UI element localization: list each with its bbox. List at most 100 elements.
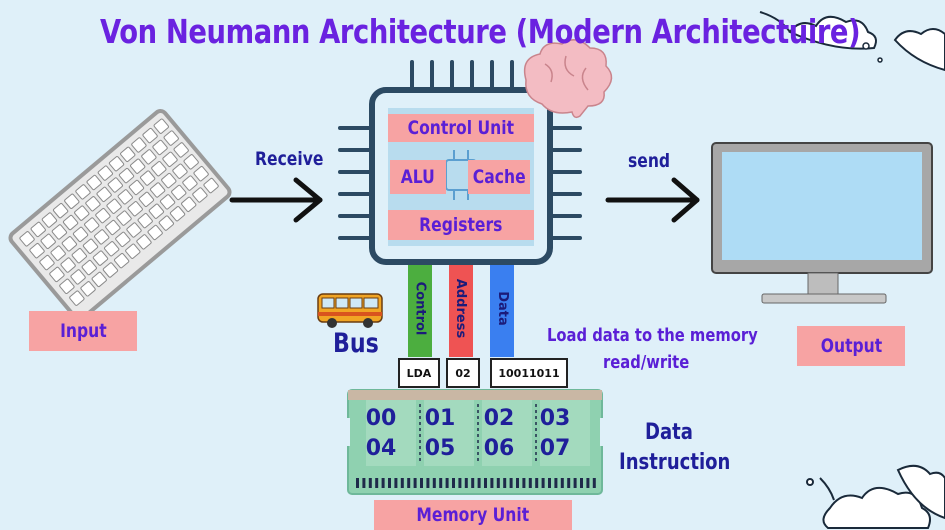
keyboard-key: [60, 257, 76, 273]
control-bus-label-wrap: Control: [408, 268, 432, 348]
keyboard-key: [117, 189, 133, 205]
control-unit-label: Control Unit: [407, 117, 515, 139]
keyboard-key: [182, 175, 198, 191]
keyboard-key: [108, 156, 125, 172]
keyboard-key: [96, 186, 112, 203]
memory-cell: 06: [483, 436, 515, 461]
cloud-icon: [806, 464, 945, 529]
memory-cell: 03: [539, 406, 571, 431]
keyboard-key: [169, 206, 186, 222]
keyboard-key: [159, 194, 176, 210]
memory-pin: [592, 478, 596, 488]
data-label: Data: [645, 420, 693, 445]
keyboard-key: [149, 182, 166, 198]
keyboard-key: [72, 226, 89, 243]
keyboard-icon: [8, 109, 232, 321]
keyboard-key: [94, 229, 110, 245]
memory-pin: [548, 478, 551, 488]
keyboard-key: [137, 212, 153, 229]
keyboard-key: [130, 158, 146, 174]
memory-pin: [356, 478, 359, 488]
load-data-text: Load data to the memory: [547, 325, 758, 346]
output-label: Output: [820, 335, 882, 357]
cache-box: Cache: [468, 160, 530, 194]
keyboard-key: [104, 241, 120, 257]
keyboard-key: [181, 196, 197, 212]
memory-pin: [496, 478, 500, 488]
memory-pin: [452, 478, 455, 488]
keyboard-key: [19, 231, 35, 247]
memory-pin: [464, 478, 468, 488]
keyboard-key: [41, 212, 58, 228]
bus-label: Bus: [333, 328, 379, 359]
monitor-icon: [711, 142, 933, 304]
memory-pin: [541, 478, 545, 488]
output-label-box: Output: [797, 326, 905, 366]
memory-pin: [580, 478, 583, 488]
keyboard-key: [140, 170, 156, 186]
memory-cell: 01: [424, 406, 456, 431]
memory-cell: 02: [483, 406, 515, 431]
brain-icon: [523, 39, 613, 119]
memory-cell: 04: [365, 436, 397, 461]
memory-pin: [362, 478, 366, 488]
memory-unit-label: Memory Unit: [416, 504, 530, 526]
keyboard-key: [141, 149, 157, 165]
keyboard-key: [151, 161, 167, 177]
keyboard-key: [153, 118, 169, 134]
keyboard-key: [85, 196, 101, 212]
keyboard-key: [147, 224, 163, 241]
address-bus-label-wrap: Address: [449, 268, 473, 348]
memory-pin: [368, 478, 372, 488]
memory-pin: [490, 478, 494, 488]
memory-pin: [573, 478, 577, 488]
memory-pin: [522, 478, 526, 488]
memory-pin: [381, 478, 385, 488]
memory-pin: [535, 478, 539, 488]
keyboard-key: [148, 203, 165, 219]
keyboard-key: [120, 146, 136, 162]
keyboard-key: [116, 210, 132, 226]
keyboard-key: [29, 243, 45, 259]
keyboard-key: [51, 224, 68, 240]
keyboard-key: [193, 166, 209, 182]
data-bus-label: Data: [494, 290, 510, 326]
data-bus-lane: [490, 265, 514, 357]
registers-box: Registers: [388, 210, 534, 240]
memory-pin: [420, 478, 423, 488]
memory-module: [336, 389, 614, 495]
registers-label: Registers: [419, 214, 503, 236]
keyboard-key: [74, 205, 90, 221]
memory-pin: [471, 478, 475, 488]
keyboard-key: [162, 151, 178, 167]
control-bus-lane: [408, 265, 432, 357]
address-bus-label: Address: [453, 278, 469, 338]
control-value-box: LDA: [398, 358, 440, 388]
keyboard-key: [192, 187, 208, 203]
keyboard-key: [69, 290, 85, 306]
send-label: send: [628, 150, 671, 172]
keyboard-key: [52, 203, 69, 219]
keyboard-key: [30, 221, 46, 238]
memory-pin: [484, 478, 487, 488]
memory-pin: [503, 478, 507, 488]
keyboard-key: [84, 217, 100, 233]
memory-pin: [388, 478, 391, 488]
keyboard-key: [127, 201, 143, 217]
bus-icon: [317, 293, 383, 328]
keyboard-key: [126, 222, 142, 238]
memory-pin: [528, 478, 532, 488]
keyboard-key: [70, 269, 86, 285]
keyboard-key: [91, 271, 107, 288]
send-arrow-icon: [605, 177, 700, 223]
memory-pin: [560, 478, 564, 488]
keyboard-key: [171, 184, 187, 201]
alu-label: ALU: [400, 166, 436, 188]
memory-pin: [567, 478, 571, 488]
memory-pin: [509, 478, 513, 488]
keyboard-key: [106, 198, 122, 214]
receive-label: Receive: [255, 148, 324, 170]
keyboard-key: [40, 233, 56, 249]
keyboard-key: [115, 231, 131, 248]
